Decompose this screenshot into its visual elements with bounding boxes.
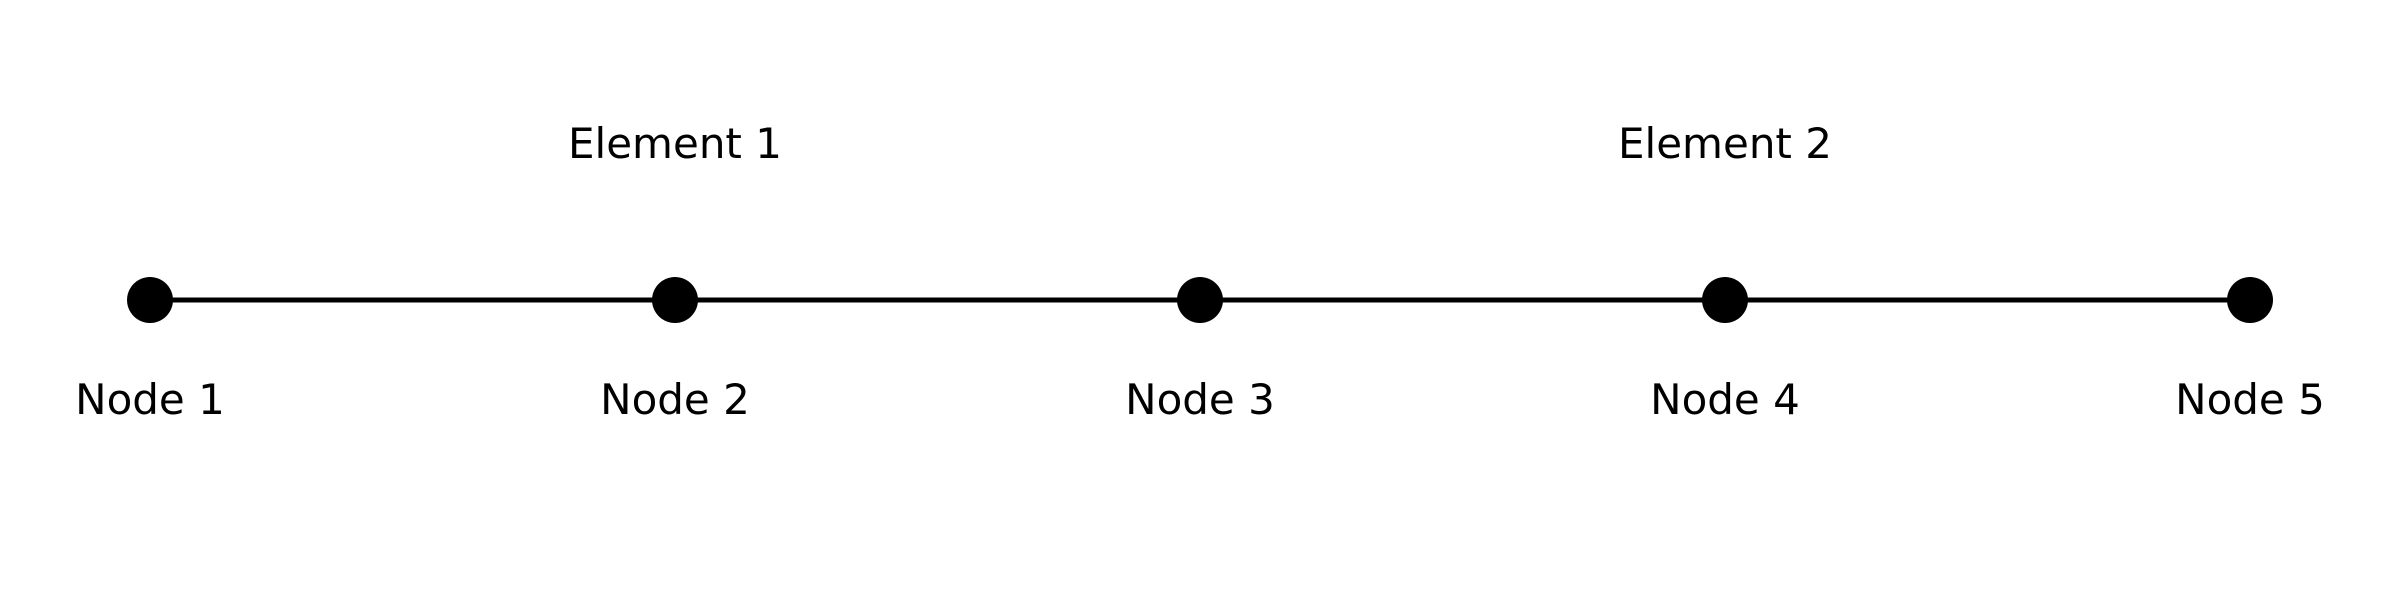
- node-markers: [127, 277, 2273, 323]
- node-label: Node 4: [1650, 375, 1800, 424]
- node-labels: Node 1 Node 2 Node 3 Node 4 Node 5: [75, 375, 2325, 424]
- node-label: Node 5: [2175, 375, 2325, 424]
- element-label: Element 1: [568, 119, 782, 168]
- node-label: Node 3: [1125, 375, 1275, 424]
- node-marker: [127, 277, 173, 323]
- node-label: Node 2: [600, 375, 750, 424]
- node-marker: [652, 277, 698, 323]
- element-label: Element 2: [1618, 119, 1832, 168]
- node-label: Node 1: [75, 375, 225, 424]
- node-marker: [1702, 277, 1748, 323]
- element-labels: Element 1 Element 2: [568, 119, 1832, 168]
- node-marker: [1177, 277, 1223, 323]
- node-marker: [2227, 277, 2273, 323]
